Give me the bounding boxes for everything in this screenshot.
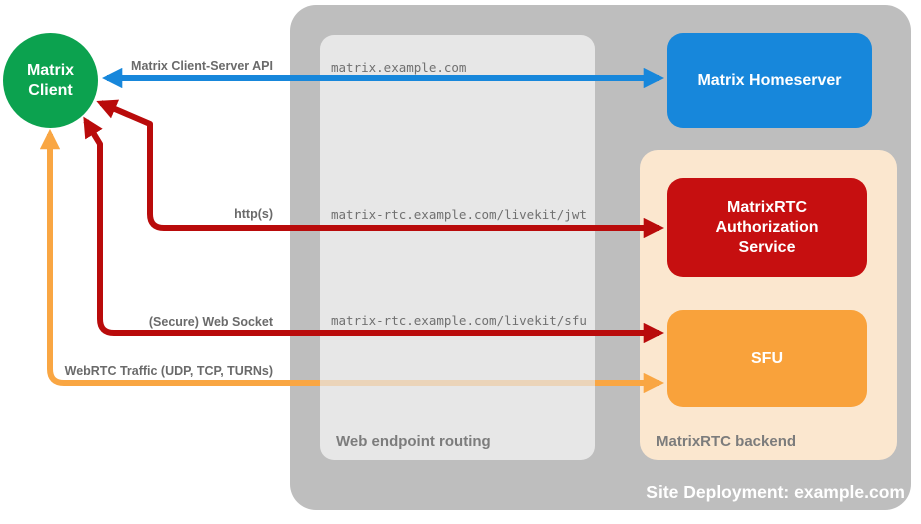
matrix-endpoint-text: matrix.example.com xyxy=(331,60,467,75)
https-label: http(s) xyxy=(234,207,273,221)
matrixrtc-backend-label: MatrixRTC backend xyxy=(656,433,797,450)
matrix-client-node: Matrix Client xyxy=(3,33,98,128)
sfu-endpoint-text: matrix-rtc.example.com/livekit/sfu xyxy=(331,313,587,328)
jwt-endpoint-text: matrix-rtc.example.com/livekit/jwt xyxy=(331,207,587,222)
matrix-client-label: Matrix Client xyxy=(26,61,75,99)
client-server-api-label: Matrix Client-Server API xyxy=(131,59,273,73)
webrtc-traffic-label: WebRTC Traffic (UDP, TCP, TURNs) xyxy=(64,364,273,378)
matrix-homeserver-node: Matrix Homeserver xyxy=(667,33,872,128)
site-deployment-label: Site Deployment: example.com xyxy=(646,482,905,502)
websocket-label: (Secure) Web Socket xyxy=(148,315,273,329)
sfu-node: SFU xyxy=(667,310,867,407)
matrixrtc-authorization-service-node: MatrixRTC Authorization Service xyxy=(667,178,867,277)
web-endpoint-routing-box xyxy=(320,35,595,460)
web-endpoint-routing-label: Web endpoint routing xyxy=(336,433,491,450)
matrixrtc-authorization-service-label: MatrixRTC Authorization Service xyxy=(715,198,819,256)
sfu-label: SFU xyxy=(751,349,783,367)
matrix-homeserver-label: Matrix Homeserver xyxy=(697,71,842,89)
